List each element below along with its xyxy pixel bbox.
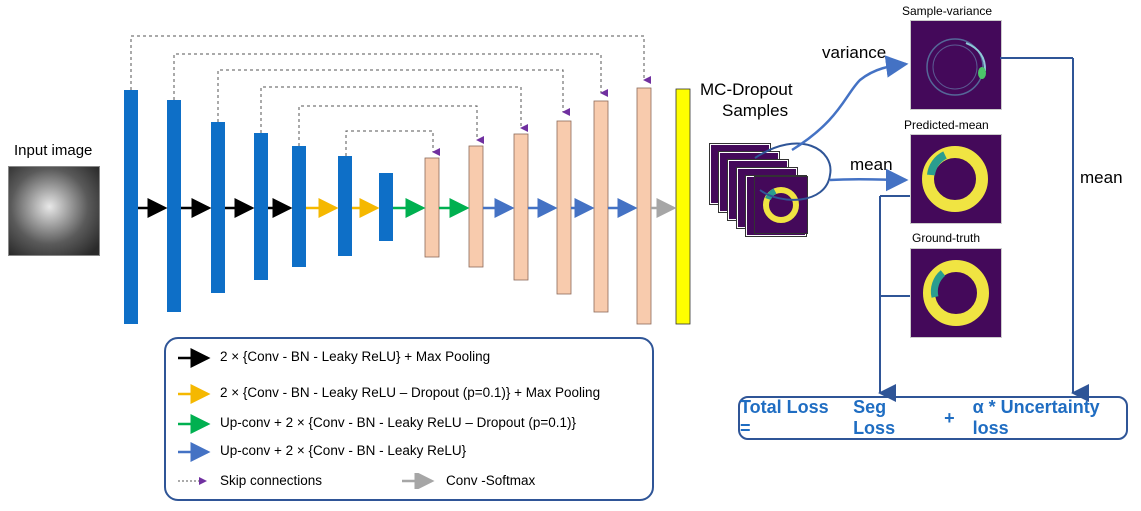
legend-text-3: Up-conv + 2 × {Conv - BN - Leaky ReLU – … xyxy=(220,415,577,430)
legend-text-conv: Conv -Softmax xyxy=(446,473,536,488)
total-loss-label: Total Loss = xyxy=(740,397,829,438)
sample-variance-label: Sample-variance xyxy=(902,4,993,18)
mc-sample-ring xyxy=(763,187,799,223)
legend-text-skip: Skip connections xyxy=(220,473,323,488)
encoder-blocks xyxy=(124,90,393,324)
ground-truth-label: Ground-truth xyxy=(912,231,981,245)
encoder-block-2 xyxy=(167,100,181,312)
output-block xyxy=(675,88,691,325)
mean-arrow-label: mean xyxy=(850,155,893,174)
decoder-blocks xyxy=(424,87,652,325)
total-loss-box: Total Loss = Seg Loss + α * Uncertainty … xyxy=(738,396,1128,440)
decoder-block-2 xyxy=(468,145,484,268)
ground-truth-map xyxy=(910,248,1002,338)
ground-truth-ring xyxy=(923,260,989,326)
decoder-block-3 xyxy=(513,133,529,281)
predicted-mean-map xyxy=(910,134,1002,224)
mc-dropout-label-line2: Samples xyxy=(722,101,789,120)
bottleneck-block xyxy=(379,173,393,241)
encoder-block-1 xyxy=(124,90,138,324)
encoder-block-5 xyxy=(292,146,306,267)
sample-variance-map xyxy=(910,20,1002,110)
right-connectors xyxy=(754,55,1089,402)
mc-dropout-label-line1: MC-Dropout xyxy=(700,80,793,99)
legend-box xyxy=(164,337,654,501)
predicted-mean-label: Predicted-mean xyxy=(904,118,989,132)
legend-text-1: 2 × {Conv - BN - Leaky ReLU} + Max Pooli… xyxy=(220,349,491,364)
input-image-label: Input image xyxy=(14,142,93,159)
decoder-block-6 xyxy=(636,87,652,325)
skip-connections xyxy=(130,35,651,156)
decoder-block-4 xyxy=(556,120,572,295)
legend-text-2: 2 × {Conv - BN - Leaky ReLU – Dropout (p… xyxy=(220,385,601,400)
mean-right-label: mean xyxy=(1080,168,1123,187)
legend-arrow-gray xyxy=(402,473,435,489)
predicted-ring xyxy=(922,146,988,212)
legend-text-4: Up-conv + 2 × {Conv - BN - Leaky ReLU} xyxy=(220,443,467,458)
decoder-block-5 xyxy=(593,100,609,313)
encoder-block-4 xyxy=(254,133,268,280)
plus-sign: + xyxy=(944,407,955,428)
encoder-block-6 xyxy=(338,156,352,256)
legend-arrows xyxy=(178,348,211,485)
variance-arrow-label: variance xyxy=(822,43,887,62)
seg-loss-label: Seg Loss xyxy=(853,397,896,438)
uncertainty-loss-label: α * Uncertainty loss xyxy=(972,397,1100,438)
input-image xyxy=(8,166,100,256)
decoder-block-1 xyxy=(424,157,440,258)
variance-ring xyxy=(926,38,987,96)
unet-diagram xyxy=(124,35,691,325)
mc-sample-top xyxy=(754,176,808,234)
encoder-block-3 xyxy=(211,122,225,293)
